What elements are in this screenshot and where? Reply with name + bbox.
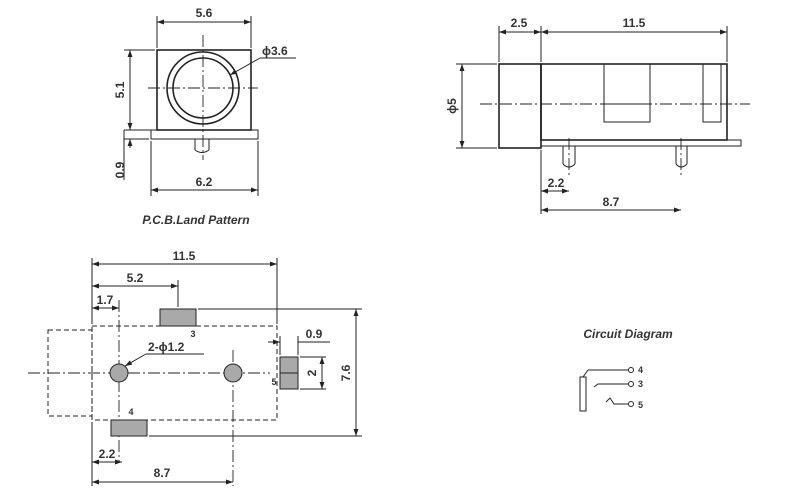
dim-lp-pad5-width: 0.9 xyxy=(306,327,323,341)
front-base-plate xyxy=(150,129,259,140)
circuit-pin-5: 5 xyxy=(638,400,643,410)
circuit-pin-3: 3 xyxy=(638,379,643,389)
dim-pin-height: 0.9 xyxy=(113,161,127,178)
circuit-pin-4: 4 xyxy=(638,365,643,375)
pin-label-5: 5 xyxy=(271,377,276,387)
pad-3 xyxy=(159,308,197,327)
side-front-cap xyxy=(498,63,542,149)
pin-label-3: 3 xyxy=(190,329,195,339)
pad-4 xyxy=(110,419,148,437)
dim-side-diameter: ϕ5 xyxy=(445,98,459,114)
dim-front-width-bottom: 6.2 xyxy=(196,175,213,189)
dim-lp-pad4-offset: 2.2 xyxy=(99,447,116,461)
dim-side-pin-spacing: 8.7 xyxy=(603,195,620,209)
dim-lp-pad5-height: 2 xyxy=(305,369,319,376)
dim-lp-pin-spacing: 8.7 xyxy=(154,466,171,480)
circuit-diagram: Circuit Diagram 4 3 5 xyxy=(579,327,673,412)
dim-lp-holes: 2-ϕ1.2 xyxy=(148,340,185,354)
dim-front-width-top: 5.6 xyxy=(196,6,213,20)
title-circuit-diagram: Circuit Diagram xyxy=(583,327,673,341)
dim-lp-total-height: 7.6 xyxy=(339,364,353,381)
side-base-plate xyxy=(540,139,742,147)
land-pattern-view: 3 4 5 11.5 5.2 1.7 2-ϕ1.2 0.9 2 xyxy=(28,249,362,486)
dim-front-height: 5.1 xyxy=(113,81,127,98)
side-inner-slot-a xyxy=(603,63,651,123)
dim-side-front-length: 2.5 xyxy=(511,16,528,30)
dim-hole-diameter: ϕ3.6 xyxy=(262,44,288,58)
mounting-hole-right xyxy=(223,363,243,383)
dim-lp-pad3-offset: 5.2 xyxy=(127,271,144,285)
front-view: 5.6 ϕ3.6 5.1 0.9 6.2 P.C.B.Land Pattern xyxy=(113,6,296,227)
mounting-hole-left xyxy=(109,363,129,383)
dim-side-total-length: 11.5 xyxy=(623,16,646,30)
dim-lp-hole-offset: 1.7 xyxy=(97,293,114,307)
title-land-pattern: P.C.B.Land Pattern xyxy=(142,213,249,227)
dim-lp-total-length: 11.5 xyxy=(173,249,196,263)
jack-sleeve-symbol xyxy=(579,376,587,412)
side-inner-slot-b xyxy=(702,63,722,123)
pin-label-4: 4 xyxy=(128,407,133,417)
side-view: 2.5 11.5 ϕ5 2.2 8.7 xyxy=(445,16,750,214)
dim-side-pin-offset: 2.2 xyxy=(548,176,565,190)
side-main-body xyxy=(540,63,728,141)
